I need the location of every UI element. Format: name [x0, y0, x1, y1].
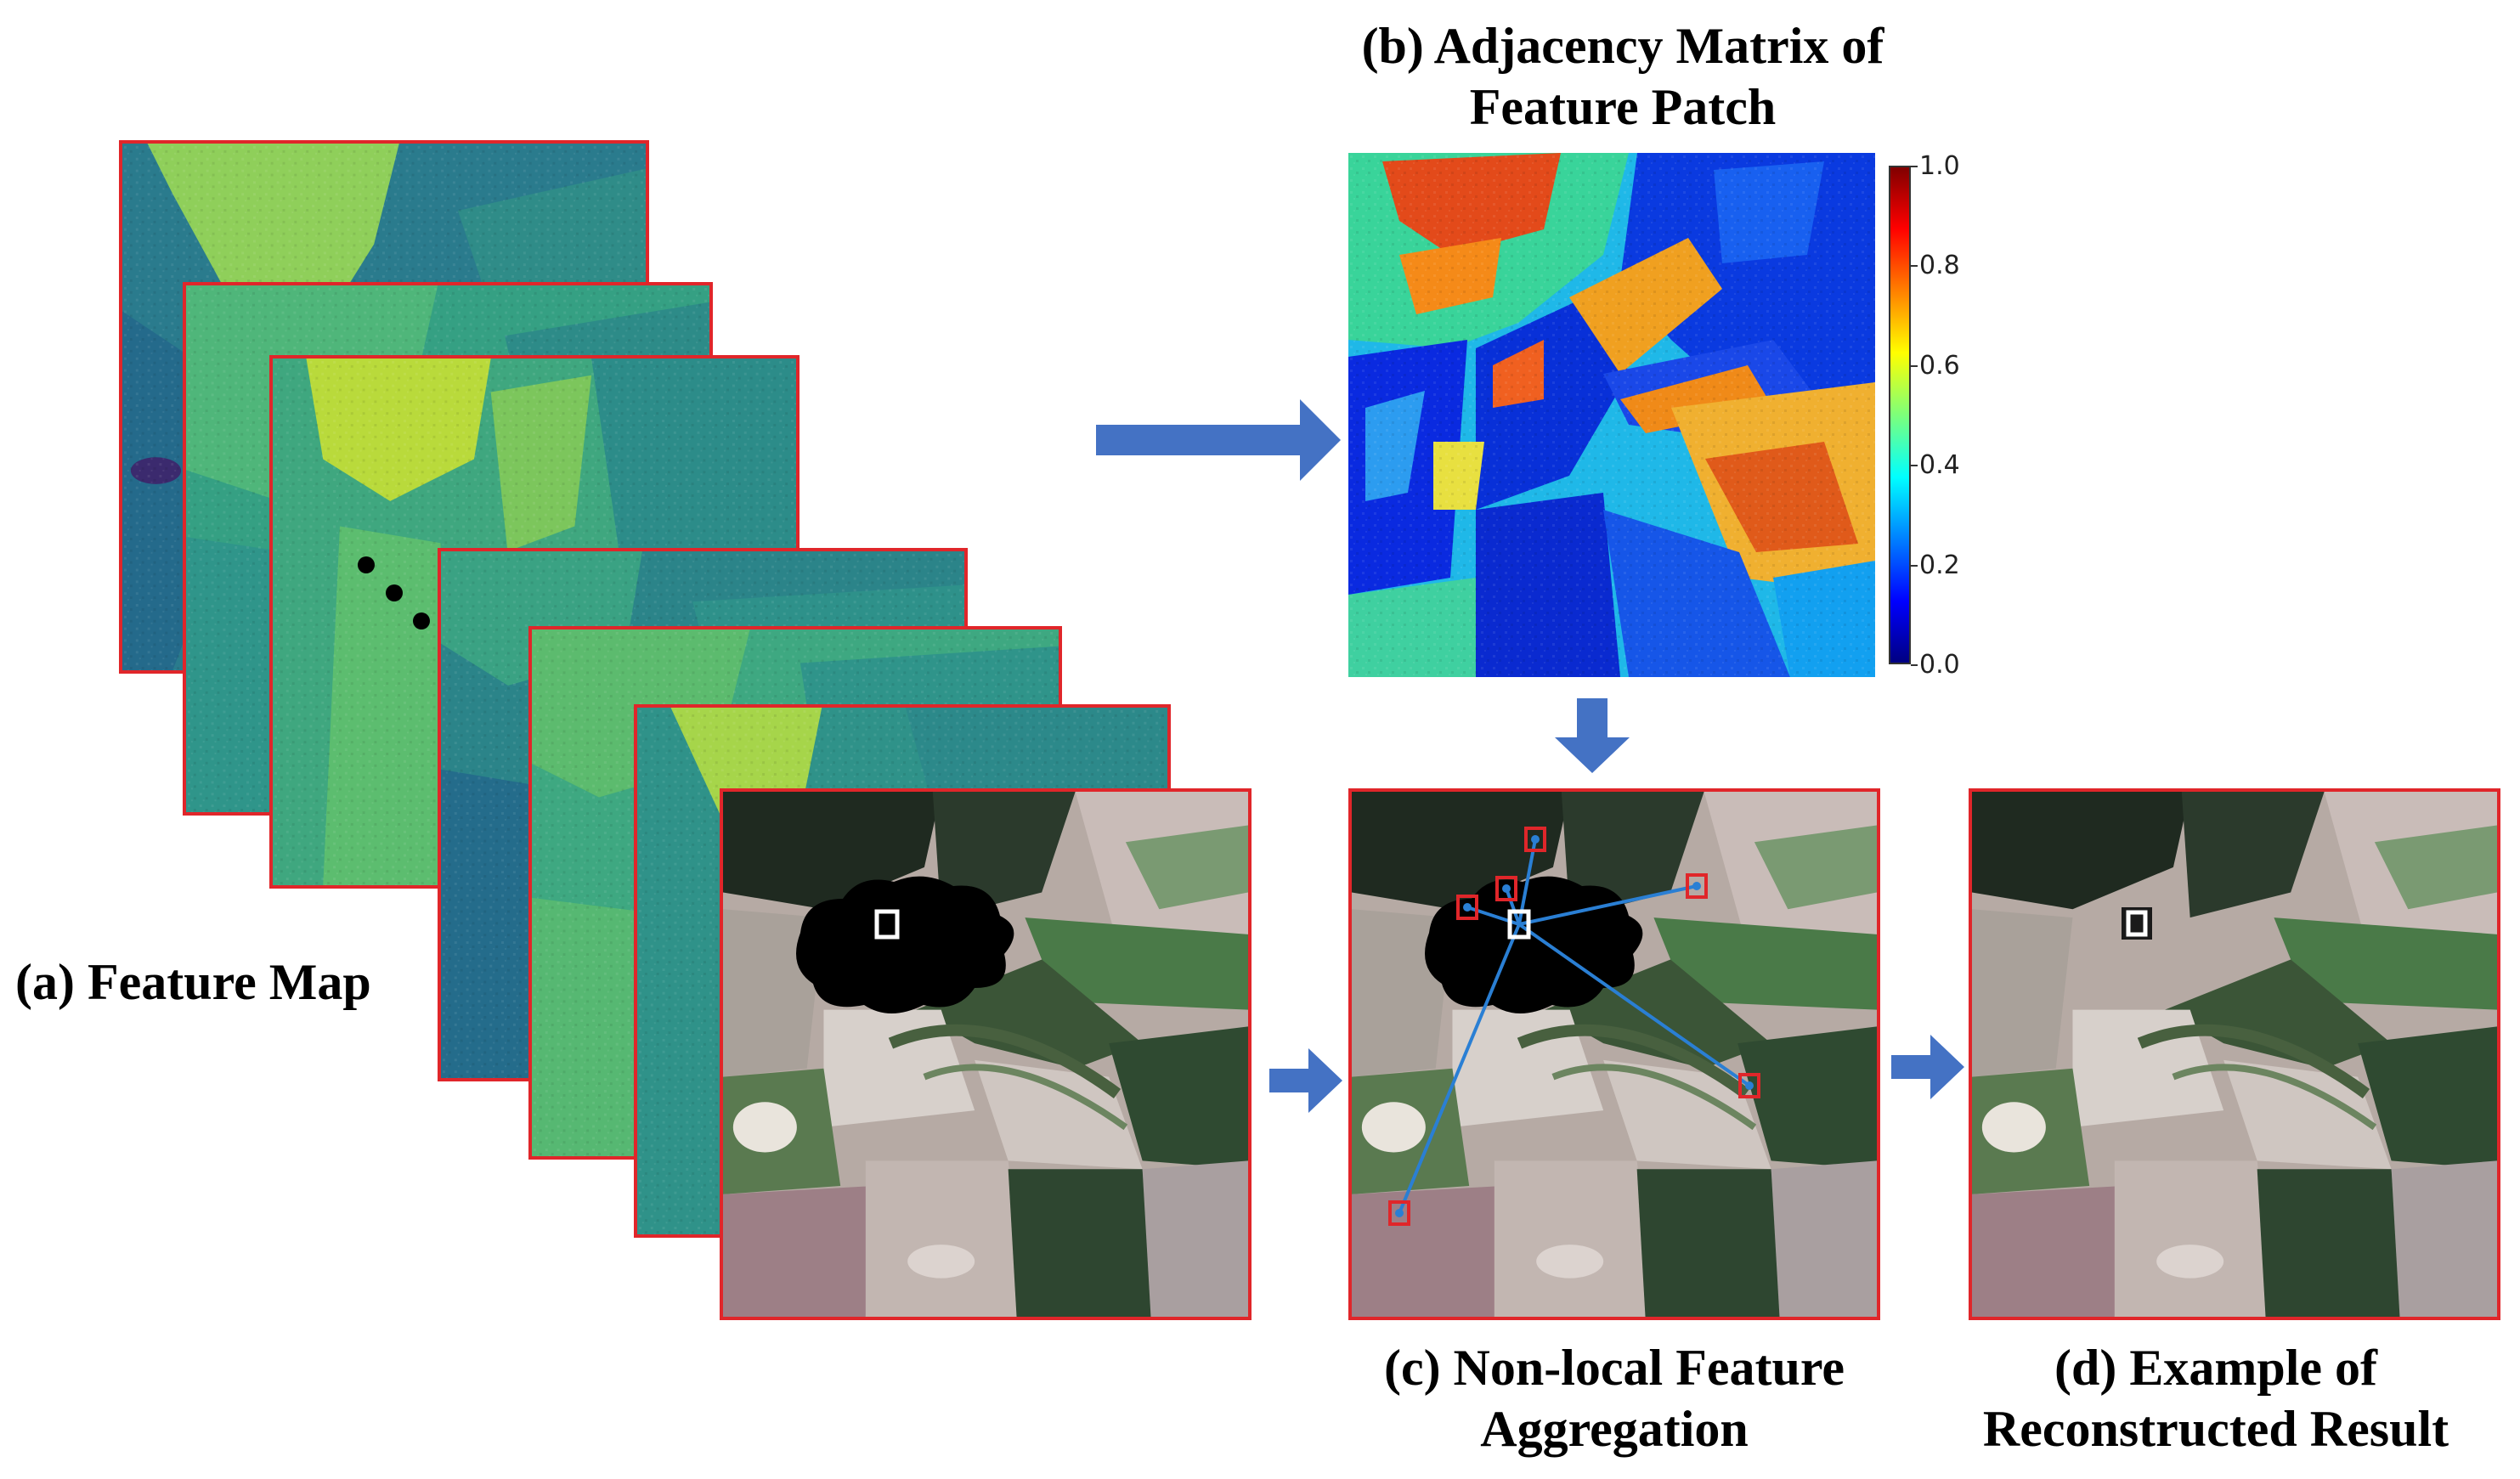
similar-patch-point [1463, 903, 1472, 912]
query-patch [1507, 909, 1531, 940]
similar-patch-markers [1388, 827, 1760, 1226]
colorbar-tick-label: 1.0 [1919, 151, 1960, 181]
scene-region [865, 1160, 1026, 1317]
scene-region [2391, 1160, 2497, 1317]
arrow-down-to-aggregation [1555, 698, 1630, 773]
similar-patch-point [1745, 1081, 1754, 1090]
aggregation-link [1505, 888, 1521, 925]
similar-patch-marker [1456, 895, 1478, 920]
similar-patch-marker [1524, 827, 1546, 852]
scene-region [1754, 825, 1877, 910]
reconstructed-image [1969, 788, 2500, 1320]
masked-image-overlay [796, 876, 1014, 1013]
scene-region [2137, 1024, 2370, 1098]
label-non-local-aggregation: (c) Non-local Feature Aggregation [1240, 1337, 1988, 1459]
arrow-right-to-aggregation [1269, 1048, 1342, 1113]
scene-region [1125, 825, 1248, 910]
scene-region [916, 959, 1143, 1069]
scene-region [888, 1024, 1122, 1098]
scene-region [723, 1185, 874, 1317]
colorbar-tick-label: 0.0 [1919, 650, 1960, 680]
scene-region [723, 792, 941, 910]
scene-region [1653, 917, 1877, 1010]
adjacency-heatmap [1348, 153, 1875, 677]
aggregation-link [1398, 923, 1521, 1214]
label-feature-map: (a) Feature Map [15, 954, 371, 1010]
scene-region [2072, 1009, 2224, 1127]
label-reconstructed-line1: (d) Example of [2054, 1340, 2377, 1396]
reconstructed-overlay [2122, 907, 2152, 940]
similar-patch-marker [1388, 1200, 1410, 1226]
scene-region [1972, 1185, 2123, 1317]
scene-region [1551, 1064, 1757, 1131]
label-reconstructed-result: (d) Example of Reconstructed Result [1912, 1337, 2520, 1459]
arrow-right-to-result [1891, 1035, 1964, 1099]
scene-region [1361, 1102, 1426, 1153]
colorbar-tick-label: 0.4 [1919, 450, 1960, 481]
scene-region [2114, 1160, 2274, 1317]
similar-patch-point [1692, 882, 1701, 890]
colorbar-tick-mark [1911, 364, 1918, 367]
scene-region [1452, 1009, 1604, 1127]
aggregation-link [1518, 884, 1698, 926]
scene-region [2358, 1026, 2497, 1170]
scene-region [2156, 1245, 2224, 1279]
colorbar-tick-mark [1911, 166, 1918, 167]
scene-region [2172, 1064, 2377, 1131]
scene-region [1636, 1169, 1788, 1317]
colorbar-tick-mark [1911, 564, 1918, 567]
arrow-right-to-matrix [1096, 399, 1341, 481]
scene-region [1972, 909, 2073, 1077]
scene-region [2274, 917, 2497, 1010]
colorbar-tick-label: 0.8 [1919, 251, 1960, 281]
label-aggregation-line2: Aggregation [1480, 1401, 1749, 1457]
query-patch [2126, 910, 2148, 937]
scene-region [2257, 1169, 2409, 1317]
scene-region [732, 1102, 797, 1153]
colorbar-tick-mark [1911, 265, 1918, 268]
similar-patch-point [1395, 1209, 1404, 1217]
label-aggregation-line1: (c) Non-local Feature [1383, 1340, 1845, 1396]
scene-region [2181, 792, 2325, 918]
scene-region [907, 1245, 975, 1279]
scene-region [823, 1009, 975, 1127]
scene-region [2165, 959, 2392, 1069]
aggregation-link [1517, 923, 1751, 1087]
query-patch [874, 909, 900, 940]
scene-region [1517, 1024, 1750, 1098]
scene-region [1109, 1026, 1248, 1170]
scene-region [1494, 1160, 1654, 1317]
colorbar-tick-label: 0.6 [1919, 350, 1960, 381]
scene-region [1972, 792, 2190, 910]
colorbar-ticks: 1.0 0.8 0.6 0.4 0.2 0.0 [1911, 153, 1996, 680]
scene-region [1008, 1169, 1160, 1317]
label-adjacency-line2: Feature Patch [1469, 79, 1777, 135]
scene-region [1025, 917, 1248, 1010]
scene-region [1981, 1102, 2046, 1153]
colorbar-tick-mark [1911, 465, 1918, 467]
similar-patch-point [1531, 835, 1540, 844]
scene-region [1737, 1026, 1877, 1170]
scene-region [1536, 1245, 1604, 1279]
scene-region [2374, 825, 2497, 910]
similar-patch-marker [1495, 876, 1517, 901]
similar-patch-point [1502, 884, 1511, 893]
label-adjacency-line1: (b) Adjacency Matrix of [1361, 18, 1884, 74]
scene-region [1771, 1160, 1877, 1317]
colorbar-tick-label: 0.2 [1919, 550, 1960, 580]
scene-region [1142, 1160, 1248, 1317]
scene-region [923, 1064, 1128, 1131]
colorbar [1889, 166, 1911, 664]
aggregation-overlay [1388, 827, 1760, 1226]
scene-region [1545, 959, 1771, 1069]
colorbar-tick-mark [1911, 664, 1918, 666]
cloud-mask [796, 876, 1014, 1013]
similar-patch-marker [1686, 873, 1708, 899]
label-adjacency-matrix: (b) Adjacency Matrix of Feature Patch [1257, 15, 1988, 138]
label-reconstructed-line2: Reconstructed Result [1982, 1401, 2449, 1457]
similar-patch-marker [1738, 1073, 1760, 1098]
